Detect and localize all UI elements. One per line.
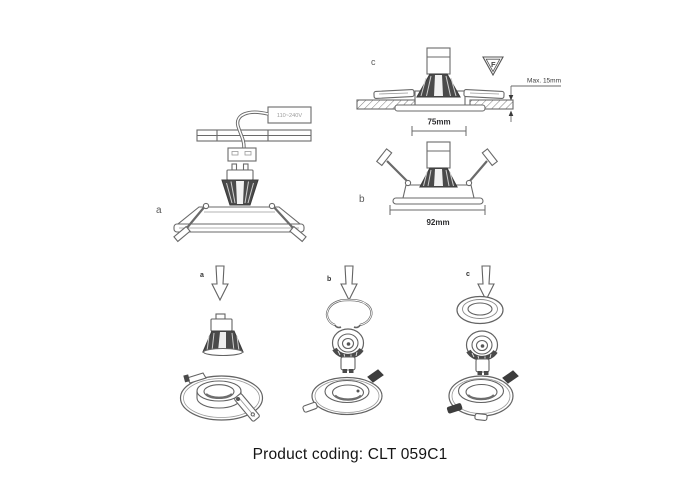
dimension-92mm: 92mm: [389, 205, 486, 227]
diagram-label-b: b: [359, 194, 365, 205]
figure-wiring-side-view: 110~240V: [156, 106, 312, 243]
step-label-c: c: [466, 271, 470, 278]
f-mark-letter: F: [491, 60, 496, 69]
spring-clips-raised: [375, 148, 499, 187]
diagram-label-a: a: [156, 205, 162, 216]
fixture-bowl: [173, 206, 305, 233]
dimension-75mm: 75mm: [411, 118, 467, 136]
mounting-ring: [446, 370, 519, 421]
mounting-ring: [179, 372, 264, 422]
figure-assembly-step-c: c: [446, 265, 519, 421]
driver-box-voltage-label: 110~240V: [277, 113, 303, 119]
f-mark-icon: F: [482, 56, 504, 77]
clips-folded-flat: [373, 89, 505, 99]
product-coding-caption: Product coding: CLT 059C1: [252, 446, 448, 463]
retaining-ring: [456, 295, 504, 325]
max-recess-label: Max. 15mm: [527, 78, 561, 85]
gu10-lamp-icon: [416, 47, 461, 98]
diagram-label-c: c: [371, 57, 376, 67]
max-recess-annotation: Max. 15mm: [508, 78, 561, 122]
mounting-ring: [302, 369, 384, 416]
down-arrow-icon: [211, 265, 229, 302]
gu10-lamp-icon: [465, 330, 499, 375]
figure-assembly-step-a: a: [179, 265, 264, 422]
power-wire: [235, 110, 269, 149]
gu10-lamp-icon: [419, 141, 458, 188]
outer-diameter-label: 92mm: [426, 218, 449, 227]
ceiling-bar: [196, 129, 312, 142]
trim-ring: [394, 104, 486, 112]
gu10-lamp-icon: [331, 328, 365, 373]
terminal-block: [227, 147, 257, 162]
figure-front-view: 92mm b: [359, 141, 499, 227]
spring-clip-ring: [325, 298, 373, 329]
down-arrow-icon: [477, 265, 495, 302]
trim-ring: [392, 197, 484, 205]
gu10-lamp-icon: [221, 163, 259, 206]
gu10-lamp-icon: [202, 313, 244, 357]
step-label-b: b: [327, 276, 331, 283]
cutout-diameter-label: 75mm: [427, 118, 450, 127]
step-label-a: a: [200, 272, 204, 279]
figure-installed-section-view: Max. 15mm 75mm F c: [356, 47, 561, 136]
spring-clips: [173, 202, 307, 243]
driver-box: 110~240V: [267, 106, 312, 124]
figure-assembly-step-b: b: [302, 265, 384, 416]
down-arrow-icon: [340, 265, 358, 302]
